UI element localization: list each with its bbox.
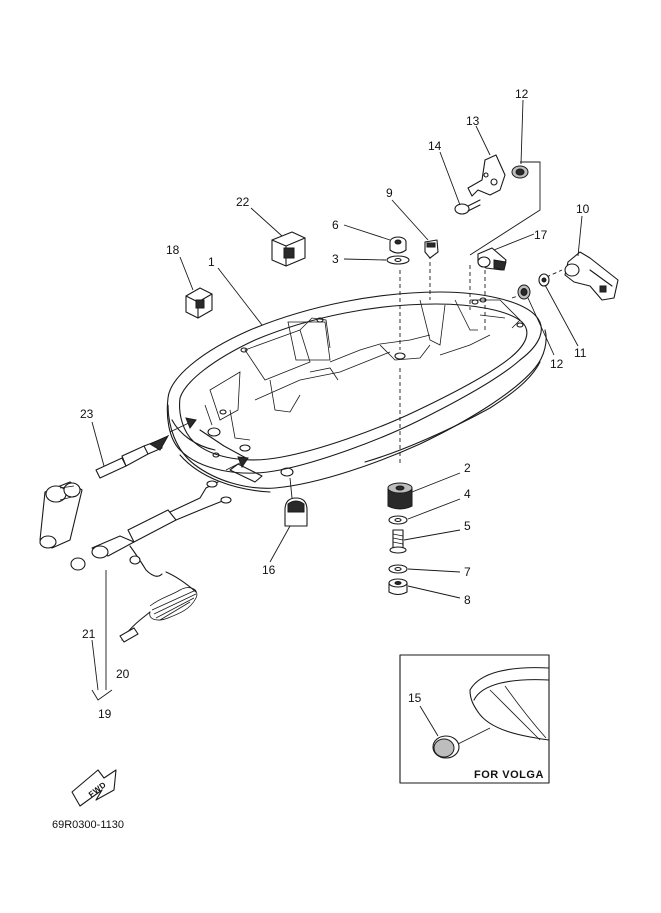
part-3-washer (386, 255, 410, 265)
part-23-shaft (95, 417, 197, 479)
part-8-nut (388, 578, 408, 596)
callout-23: 23 (80, 407, 94, 421)
part-17-lever (477, 247, 507, 271)
callout-11: 11 (574, 346, 587, 360)
callout-10: 10 (576, 202, 590, 216)
callout-17: 17 (534, 228, 548, 242)
part-11-washer (538, 273, 550, 287)
callout-13: 13 (466, 114, 480, 128)
part-16-grommet (284, 477, 308, 527)
fwd-arrow-icon (71, 769, 117, 807)
callout-7: 7 (464, 565, 471, 579)
callout-22: 22 (236, 195, 250, 209)
part-9-clip (424, 239, 439, 259)
inset-for-volga (399, 654, 550, 784)
part-7-washer (388, 564, 408, 574)
part-2-mount-rubber (387, 482, 413, 510)
leader (91, 689, 113, 701)
callout-1: 1 (208, 255, 215, 269)
leaders (91, 99, 583, 599)
callout-16: 16 (262, 563, 276, 577)
callout-6: 6 (332, 218, 339, 232)
callout-15: 15 (408, 691, 422, 705)
part-12-grommet (511, 165, 529, 179)
part-6-nut (389, 236, 407, 254)
callout-14: 14 (428, 139, 442, 153)
callout-9: 9 (386, 186, 393, 200)
callout-20: 20 (116, 667, 130, 681)
bottom-cowling (166, 291, 547, 493)
diagram-code: 69R0300-1130 (52, 819, 124, 831)
part-22-bracket (271, 231, 306, 267)
callout-3: 3 (332, 252, 339, 266)
part-10-lever (564, 251, 619, 301)
callout-2: 2 (464, 461, 471, 475)
callout-18: 18 (166, 243, 180, 257)
callout-12-right: 12 (550, 357, 564, 371)
callout-labels: 1 2 3 4 5 6 7 8 9 10 11 12 12 13 14 15 1… (52, 87, 590, 831)
part-5-bolt (389, 529, 407, 554)
callout-5: 5 (464, 519, 471, 533)
callout-4: 4 (464, 487, 471, 501)
leader (91, 639, 99, 691)
part-arm-left (39, 481, 83, 549)
part-4-washer (388, 515, 408, 525)
callout-8: 8 (464, 593, 471, 607)
part-12-grommet-right (517, 284, 531, 300)
part-14-screw (454, 199, 481, 215)
inset-note: FOR VOLGA (474, 769, 544, 781)
assembly-line (469, 161, 541, 256)
part-13-bracket (467, 154, 506, 197)
part-21-cap (70, 557, 86, 571)
part-19-stop-switch (91, 456, 249, 643)
part-18-bracket (185, 287, 213, 319)
callout-19: 19 (98, 707, 112, 721)
callout-12-top: 12 (515, 87, 529, 101)
callout-21: 21 (82, 627, 96, 641)
